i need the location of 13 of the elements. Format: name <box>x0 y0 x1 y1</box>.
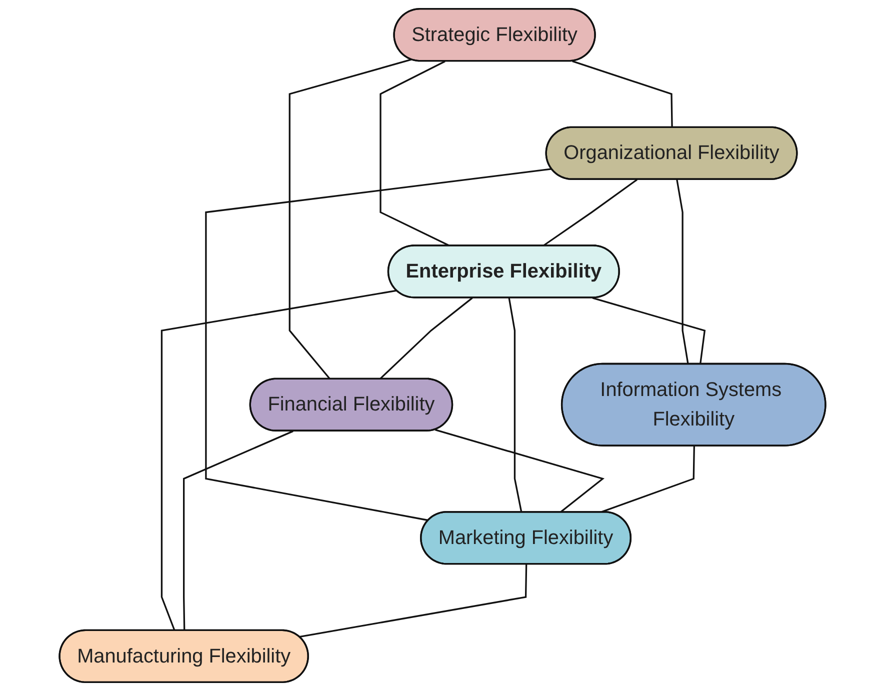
connector <box>299 564 528 638</box>
connector <box>542 178 638 247</box>
connector <box>288 58 412 380</box>
connector <box>205 168 552 522</box>
connector <box>592 297 706 364</box>
connector <box>508 298 522 513</box>
connector <box>183 430 294 631</box>
connector <box>676 180 689 364</box>
connector <box>572 60 673 128</box>
connector <box>380 60 450 247</box>
connector <box>435 428 605 514</box>
connector <box>379 297 473 380</box>
connector <box>160 290 397 632</box>
